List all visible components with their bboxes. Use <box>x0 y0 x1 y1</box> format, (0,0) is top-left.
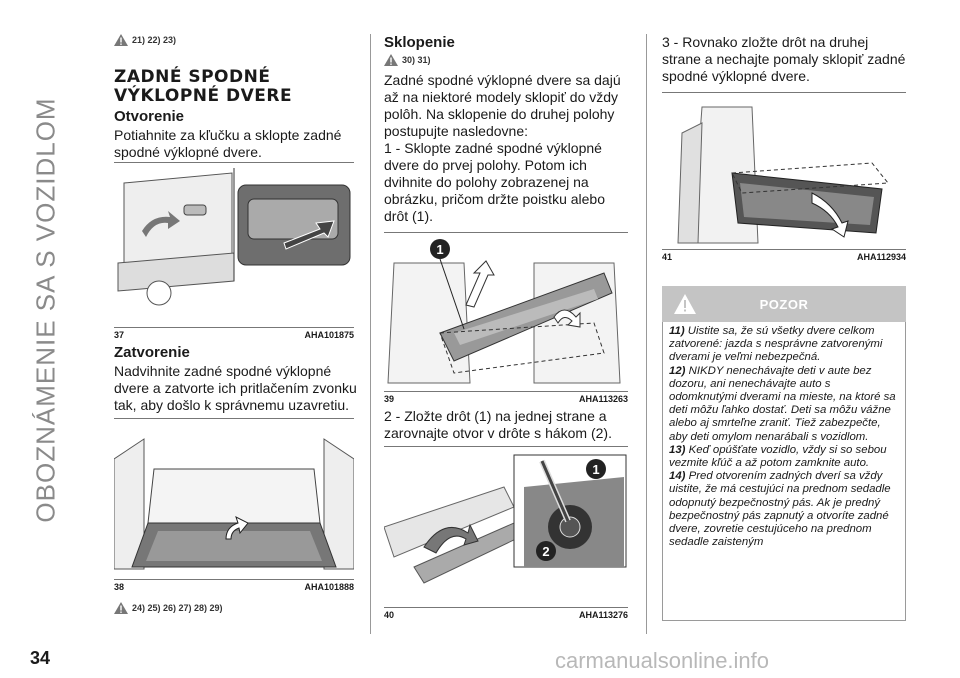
warning-header: POZOR <box>662 286 906 322</box>
warning-body: 11) Uistite sa, že sú všetky dvere celko… <box>662 322 906 621</box>
page-number: 34 <box>30 648 51 668</box>
opening-heading: Otvorenie <box>114 108 185 125</box>
warning-item-text: Uistite sa, že sú všetky dvere celkom za… <box>669 325 883 364</box>
warning-triangle-icon <box>674 294 696 314</box>
figure-38-caption: 38 AHA101888 <box>114 582 354 592</box>
warning-item-number: 12) <box>669 364 686 377</box>
closing-text: Nadvihnite zadné spodné výklopné dvere a… <box>114 363 357 413</box>
callout-1-icon <box>586 459 606 479</box>
warning-triangle-icon <box>384 54 398 66</box>
figure-40: 1 2 <box>383 446 628 608</box>
figure-39-caption: 39 AHA113263 <box>384 394 628 404</box>
warning-item: 14) Pred otvorením zadných dverí sa vždy… <box>669 470 899 549</box>
callout-2-icon <box>536 541 556 561</box>
column-divider <box>646 34 647 634</box>
figure-number: 38 <box>114 582 125 592</box>
warning-item-text: NIKDY nenechávajte deti v aute bez dozor… <box>669 364 896 443</box>
figure-41-caption: 41 AHA112934 <box>662 252 906 262</box>
refs-text: 30) 31) <box>402 55 431 65</box>
tailgate-handle-illustration <box>117 168 352 306</box>
figure-number: 37 <box>114 330 125 340</box>
refs-text: 21) 22) 23) <box>132 35 177 45</box>
figure-code: AHA112934 <box>856 252 906 262</box>
warning-title: POZOR <box>759 296 809 312</box>
refs-text: 24) 25) 26) 27) 28) 29) <box>132 603 223 613</box>
figure-code: AHA113276 <box>578 610 628 620</box>
figure-number: 41 <box>662 252 673 262</box>
figure-code: AHA101875 <box>304 330 354 340</box>
tailgate-closing-illustration <box>113 438 355 570</box>
folding-intro: Zadné spodné výklopné dvere sa dajú až n… <box>384 72 621 139</box>
callout-1-icon <box>430 239 450 259</box>
section-title: ZADNÉ SPODNÉ VÝKLOPNÉ DVERE <box>114 68 292 106</box>
callout-2-label: 2 <box>542 544 549 559</box>
watermark: carmanualsonline.info <box>555 648 770 673</box>
figure-number: 39 <box>384 394 395 404</box>
note-references-top: 21) 22) 23) <box>114 34 176 46</box>
figure-code: AHA113263 <box>578 394 628 404</box>
opening-text: Potiahnite za kľučku a sklopte zadné spo… <box>114 127 342 160</box>
closing-heading: Zatvorenie <box>114 344 190 361</box>
step-1-text: 1 - Sklopte zadné spodné výklopné dvere … <box>384 140 605 224</box>
figure-41 <box>662 92 906 250</box>
column-divider <box>370 34 371 634</box>
callout-1-label: 1 <box>592 462 599 477</box>
chapter-title: OBOZNÁMENIE SA S VOZIDLOM <box>30 97 61 523</box>
warning-item: 12) NIKDY nenechávajte deti v aute bez d… <box>669 365 899 444</box>
figure-code: AHA101888 <box>304 582 354 592</box>
section-title-line-1: ZADNÉ SPODNÉ <box>114 67 271 87</box>
figure-40-caption: 40 AHA113276 <box>384 610 628 620</box>
warning-item-number: 14) <box>669 470 686 483</box>
warning-box: POZOR 11) Uistite sa, že sú všetky dvere… <box>662 286 906 621</box>
warning-item-number: 11) <box>669 325 685 337</box>
note-references: 30) 31) <box>384 54 431 66</box>
tailgate-lowering-illustration <box>677 106 889 244</box>
folding-heading: Sklopenie <box>384 34 455 51</box>
warning-item: 13) Keď opúšťate vozidlo, vždy si so seb… <box>669 444 899 470</box>
figure-number: 40 <box>384 610 395 620</box>
note-references-bottom: 24) 25) 26) 27) 28) 29) <box>114 602 223 614</box>
figure-37 <box>114 162 354 328</box>
warning-item-number: 13) <box>669 443 686 456</box>
step-3-text: 3 - Rovnako zložte drôt na druhej strane… <box>662 34 906 84</box>
step-2-text: 2 - Zložte drôt (1) na jednej strane a z… <box>384 408 612 441</box>
warning-triangle-icon <box>114 34 128 46</box>
warning-triangle-icon <box>114 602 128 614</box>
warning-item: 11) Uistite sa, že sú všetky dvere celko… <box>669 325 899 365</box>
warning-item-text: Keď opúšťate vozidlo, vždy si so sebou v… <box>669 443 887 470</box>
figure-38 <box>113 418 355 580</box>
tailgate-lift-illustration: 1 <box>387 239 621 384</box>
chapter-side-tab: OBOZNÁMENIE SA S VOZIDLOM <box>24 30 68 590</box>
wire-hook-illustration: 1 2 <box>383 454 627 584</box>
section-title-line-2: VÝKLOPNÉ DVERE <box>114 86 293 106</box>
warning-item-text: Pred otvorením zadných dverí sa vždy uis… <box>669 470 891 549</box>
callout-1-label: 1 <box>436 242 443 257</box>
figure-37-caption: 37 AHA101875 <box>114 330 354 340</box>
figure-39: 1 <box>384 232 628 392</box>
